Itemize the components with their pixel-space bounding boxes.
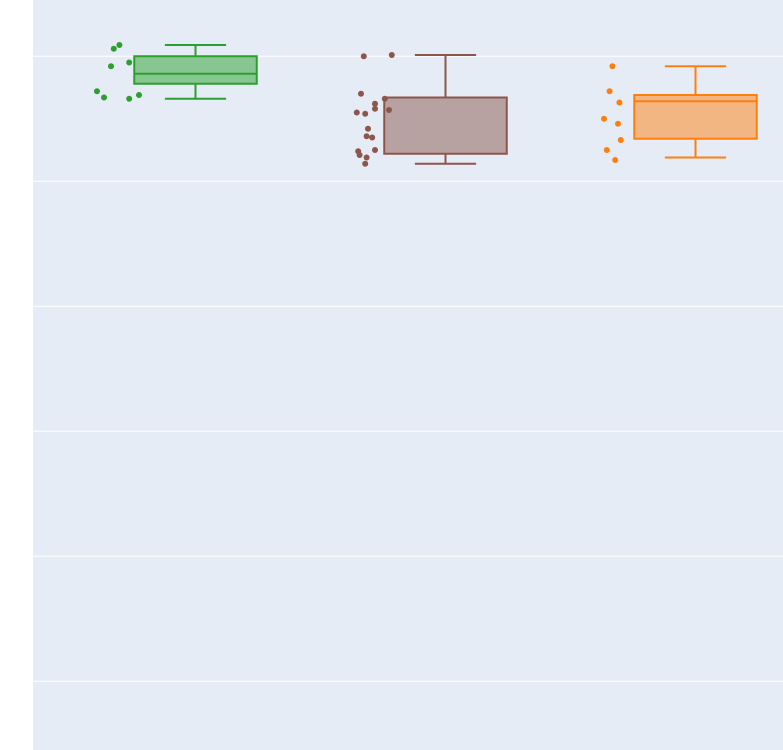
data-point <box>101 94 107 101</box>
box-series <box>94 42 258 102</box>
data-point <box>363 154 370 161</box>
data-point <box>603 147 610 153</box>
data-point <box>617 137 624 143</box>
data-point <box>386 107 392 113</box>
box-iqr <box>633 94 758 140</box>
data-point <box>358 90 364 97</box>
data-point <box>362 160 369 167</box>
box-series <box>353 52 508 167</box>
data-point <box>609 63 616 70</box>
data-point <box>601 115 607 122</box>
data-point <box>126 95 133 102</box>
data-point <box>356 152 363 158</box>
data-point <box>360 53 367 60</box>
box-series <box>601 63 758 163</box>
data-point <box>372 100 378 107</box>
box-iqr <box>383 96 508 155</box>
data-point <box>615 120 621 127</box>
data-point <box>616 99 623 106</box>
data-point <box>606 88 613 95</box>
gridlines <box>33 55 783 682</box>
data-point <box>353 109 360 116</box>
data-point <box>388 52 395 58</box>
data-point <box>612 157 619 163</box>
data-point <box>126 59 133 66</box>
data-point <box>372 147 378 153</box>
data-point <box>136 92 142 98</box>
data-point <box>110 45 117 52</box>
data-point <box>116 42 123 48</box>
data-point <box>365 125 371 132</box>
data-point <box>108 63 114 70</box>
data-point <box>362 110 369 117</box>
data-point <box>369 134 376 141</box>
data-point <box>94 88 100 95</box>
data-point <box>363 133 370 140</box>
series-group <box>94 42 758 167</box>
data-point <box>381 95 388 102</box>
data-point <box>372 105 378 112</box>
box-iqr <box>133 55 258 85</box>
